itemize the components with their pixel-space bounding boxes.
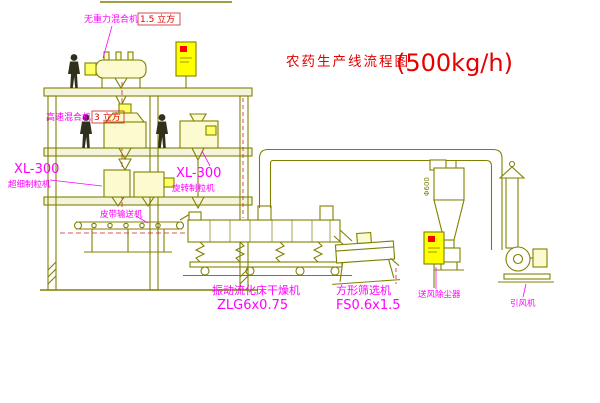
exhaust-stack [498,160,526,249]
sieve-label: 方形筛选机 [336,283,391,297]
fan-label: 引风机 [510,298,536,309]
square-sieve-equipment [332,231,401,285]
control-panel [423,231,445,288]
rotary-granulator-feeder [179,113,219,210]
granulator-left-label: 超细制粒机 [8,179,51,190]
duct-diameter-annotation: Φ600 [423,177,431,196]
emergency-button-icon [180,46,187,52]
granulator-left-model: XL-300 [14,162,59,177]
sieve-model: FS0.6x1.5 [336,298,401,313]
diagram-title-capacity: (500kg/h) [396,49,513,77]
granulator-mid-label: 旋转制粒机 [172,183,215,194]
granulator-equipment [103,158,175,207]
belt-conveyor-equipment [73,213,191,253]
high-speed-mixer-volume: 3 立方 [94,111,121,123]
dryer-label: 振动流化床干燥机 [212,283,300,297]
dryer-model: ZLG6x0.75 [217,298,288,313]
belt-conveyor-label: 皮带输送机 [100,209,143,220]
gravity-mixer-volume: 1.5 立方 [140,13,175,25]
gravity-mixer-equipment [84,51,147,113]
control-panel [175,41,197,88]
person-figure [68,54,80,88]
granulator-mid-model: XL-300 [176,166,221,181]
dust-collector-label: 送风除尘器 [418,289,461,300]
gravity-mixer-label: 无重力混合机 [84,13,138,25]
diagram-title: 农药生产线流程图 [286,54,410,70]
high-speed-mixer-equipment [103,103,147,161]
high-speed-mixer-label: 高速混合机 [46,111,91,123]
emergency-button-icon [428,236,435,242]
revision-boxes [91,12,181,124]
label-leader-lines [49,25,527,298]
induced-draft-fan-equipment [498,246,554,283]
fluid-bed-dryer-equipment [183,205,353,277]
